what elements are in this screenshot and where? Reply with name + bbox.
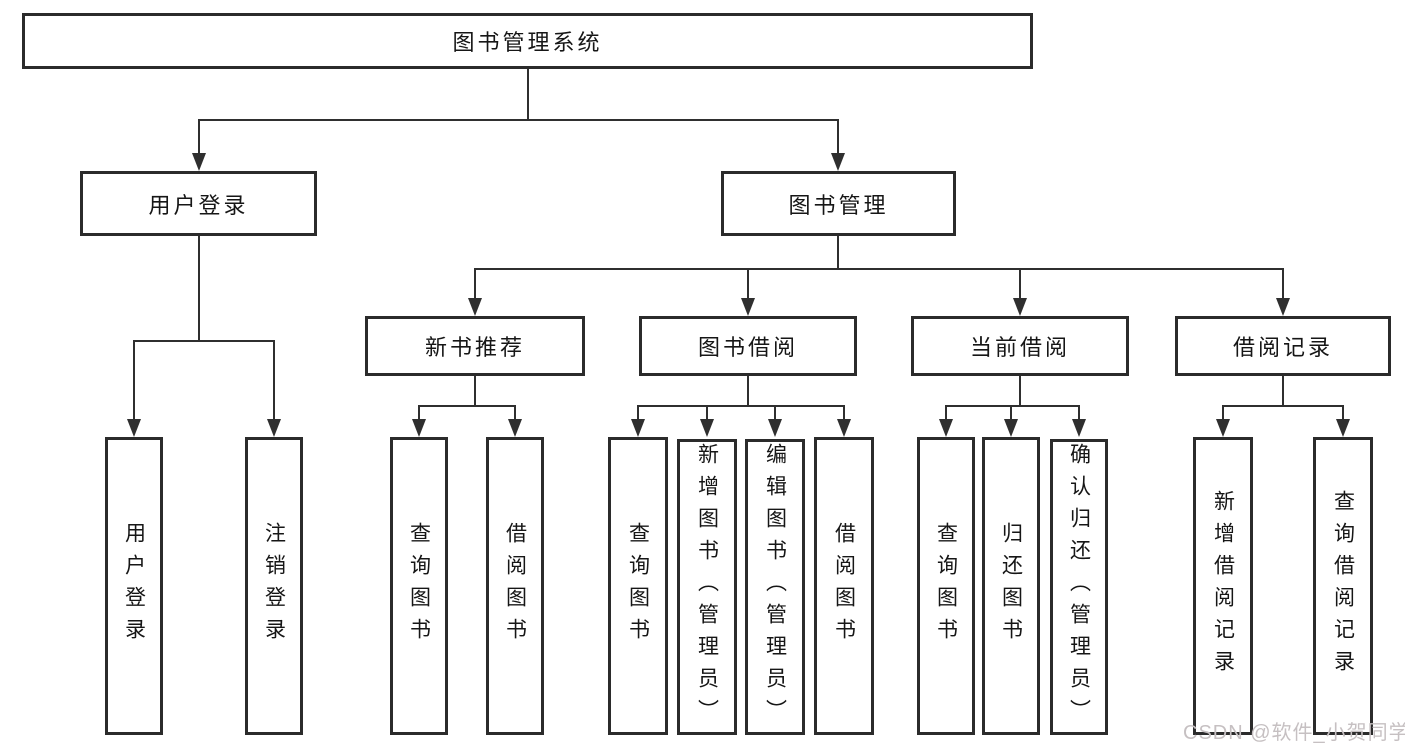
- connector-line: [1342, 405, 1344, 422]
- connector-line: [198, 119, 200, 155]
- connector-line: [747, 268, 749, 301]
- leaf-recommend-borrow-books: 借阅图书: [486, 437, 544, 735]
- node-borrowing-records-label: 借阅记录: [1232, 335, 1333, 360]
- arrow-down-icon: [741, 298, 755, 316]
- arrow-down-icon: [1216, 419, 1230, 437]
- connector-line: [837, 236, 839, 270]
- arrow-down-icon: [508, 419, 522, 437]
- arrow-down-icon: [1013, 298, 1027, 316]
- node-root: 图书管理系统: [22, 13, 1033, 69]
- arrow-down-icon: [468, 298, 482, 316]
- arrow-down-icon: [267, 419, 281, 437]
- leaf-logout: 注销登录: [245, 437, 303, 735]
- node-borrowing-records: 借阅记录: [1175, 316, 1391, 376]
- leaf-borrowing-edit-books-admin-label: 编辑图书（管理员）: [763, 443, 787, 731]
- arrow-down-icon: [631, 419, 645, 437]
- leaf-records-query-record-label: 查询借阅记录: [1331, 490, 1355, 682]
- connector-line: [843, 405, 845, 422]
- node-user-login: 用户登录: [80, 171, 317, 236]
- watermark: CSDN @软件_小贺同学: [1183, 722, 1405, 744]
- connector-line: [945, 405, 947, 422]
- arrow-down-icon: [1276, 298, 1290, 316]
- connector-line: [527, 69, 529, 121]
- leaf-borrowing-edit-books-admin: 编辑图书（管理员）: [745, 439, 805, 735]
- node-book-management-label: 图书管理: [788, 192, 889, 218]
- arrow-down-icon: [1072, 419, 1086, 437]
- connector-line: [418, 405, 420, 422]
- arrow-down-icon: [1004, 419, 1018, 437]
- connector-line: [133, 340, 275, 342]
- arrow-down-icon: [939, 419, 953, 437]
- connector-line: [1019, 376, 1021, 407]
- arrow-down-icon: [192, 153, 206, 171]
- connector-line: [945, 405, 1080, 407]
- node-user-login-label: 用户登录: [148, 192, 249, 218]
- leaf-recommend-query-books-label: 查询图书: [407, 522, 431, 650]
- connector-line: [474, 268, 476, 301]
- leaf-borrowing-query-books-label: 查询图书: [626, 522, 650, 650]
- leaf-current-confirm-return-admin-label: 确认归还（管理员）: [1067, 443, 1091, 731]
- leaf-current-confirm-return-admin: 确认归还（管理员）: [1050, 439, 1108, 735]
- leaf-user-login-label: 用户登录: [122, 522, 146, 650]
- connector-line: [637, 405, 639, 422]
- node-current-borrowing: 当前借阅: [911, 316, 1129, 376]
- connector-line: [1010, 405, 1012, 422]
- leaf-records-add-record-label: 新增借阅记录: [1211, 490, 1235, 682]
- connector-line: [1019, 268, 1021, 301]
- leaf-borrowing-borrow-books-label: 借阅图书: [832, 522, 856, 650]
- arrow-down-icon: [700, 419, 714, 437]
- node-book-borrowing-label: 图书借阅: [697, 335, 798, 360]
- arrow-down-icon: [831, 153, 845, 171]
- node-new-book-recommendation: 新书推荐: [365, 316, 585, 376]
- leaf-current-return-books-label: 归还图书: [999, 522, 1023, 650]
- connector-line: [418, 405, 516, 407]
- node-current-borrowing-label: 当前借阅: [969, 335, 1070, 360]
- connector-line: [1282, 376, 1284, 407]
- leaf-current-return-books: 归还图书: [982, 437, 1040, 735]
- connector-line: [273, 340, 275, 422]
- leaf-logout-label: 注销登录: [262, 522, 286, 650]
- connector-line: [774, 405, 776, 422]
- connector-line: [747, 376, 749, 407]
- connector-line: [837, 119, 839, 155]
- leaf-borrowing-add-books-admin-label: 新增图书（管理员）: [695, 443, 719, 731]
- arrow-down-icon: [768, 419, 782, 437]
- connector-line: [1222, 405, 1344, 407]
- connector-line: [1282, 268, 1284, 301]
- node-book-management: 图书管理: [721, 171, 956, 236]
- connector-line: [706, 405, 708, 422]
- connector-line: [474, 268, 1284, 270]
- connector-line: [514, 405, 516, 422]
- leaf-current-query-books-label: 查询图书: [934, 522, 958, 650]
- leaf-records-add-record: 新增借阅记录: [1193, 437, 1253, 735]
- connector-line: [474, 376, 476, 407]
- leaf-records-query-record: 查询借阅记录: [1313, 437, 1373, 735]
- connector-line: [1078, 405, 1080, 422]
- connector-line: [1222, 405, 1224, 422]
- leaf-recommend-query-books: 查询图书: [390, 437, 448, 735]
- arrow-down-icon: [1336, 419, 1350, 437]
- leaf-user-login: 用户登录: [105, 437, 163, 735]
- node-root-label: 图书管理系统: [452, 30, 603, 55]
- leaf-borrowing-add-books-admin: 新增图书（管理员）: [677, 439, 737, 735]
- leaf-current-query-books: 查询图书: [917, 437, 975, 735]
- connector-line: [133, 340, 135, 422]
- connector-line: [637, 405, 845, 407]
- arrow-down-icon: [127, 419, 141, 437]
- leaf-borrowing-query-books: 查询图书: [608, 437, 668, 735]
- leaf-borrowing-borrow-books: 借阅图书: [814, 437, 874, 735]
- arrow-down-icon: [837, 419, 851, 437]
- leaf-recommend-borrow-books-label: 借阅图书: [503, 522, 527, 650]
- node-book-borrowing: 图书借阅: [639, 316, 857, 376]
- connector-line: [198, 236, 200, 342]
- node-new-book-recommendation-label: 新书推荐: [424, 335, 525, 360]
- connector-line: [198, 119, 839, 121]
- arrow-down-icon: [412, 419, 426, 437]
